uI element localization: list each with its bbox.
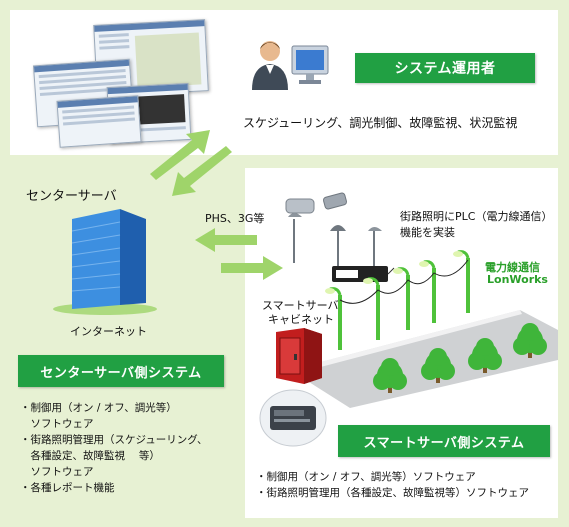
operator-label: システム運用者	[355, 53, 535, 83]
street-light-pole	[325, 287, 342, 350]
center-server-system-label: センターサーバ側システム	[18, 355, 224, 387]
tree-row	[373, 323, 547, 393]
powerline-label-line1: 電力線通信	[485, 261, 540, 274]
cabinet-label-line2: キャビネット	[268, 313, 334, 326]
arrow-icon	[150, 130, 232, 196]
tree-icon	[513, 323, 547, 358]
list-item: 各種設定、故障監視 等）	[20, 450, 160, 462]
center-server-feature-list: ・制御用（オン / オフ、調光等） ソフトウェア ・街路照明管理用（スケジューリ…	[20, 400, 208, 496]
screenshot-thumbnail	[56, 95, 142, 148]
street-light-poles	[325, 250, 470, 350]
plc-note-line1: 街路照明にPLC（電力線通信）	[400, 210, 553, 223]
list-item: ・制御用（オン / オフ、調光等）ソフトウェア	[256, 471, 476, 483]
street-light-pole	[453, 250, 470, 313]
powerline-label-line2: LonWorks	[487, 273, 548, 286]
tree-icon	[468, 338, 502, 373]
list-item: ソフトウェア	[20, 466, 94, 478]
operator-person-icon	[252, 41, 288, 90]
street-light-pole	[393, 267, 410, 330]
smart-server-feature-list: ・制御用（オン / オフ、調光等）ソフトウェア ・街路照明管理用（各種設定、故障…	[256, 469, 529, 501]
power-line	[339, 259, 469, 304]
operator-functions: スケジューリング、調光制御、故障監視、状況監視	[243, 116, 518, 130]
list-item: ・街路照明管理用（各種設定、故障監視等）ソフトウェア	[256, 487, 529, 499]
link-label: PHS、3G等	[205, 212, 265, 225]
list-item: ・制御用（オン / オフ、調光等）	[20, 402, 177, 414]
internet-label: インターネット	[70, 325, 147, 338]
list-item: ・街路照明管理用（スケジューリング、	[20, 434, 208, 446]
monitor-icon	[291, 45, 329, 84]
cabinet-label-line1: スマートサーバ	[262, 299, 339, 312]
street-light-pole	[363, 277, 380, 340]
list-item: ソフトウェア	[20, 418, 94, 430]
arrow-icon	[195, 228, 283, 280]
plc-note-line2: 機能を実装	[400, 226, 455, 239]
cabinet-icon	[276, 328, 322, 384]
street-light-pole	[419, 260, 436, 323]
smart-server-system-label: スマートサーバ側システム	[338, 425, 550, 457]
server-building-icon	[53, 209, 157, 315]
tree-icon	[373, 358, 407, 393]
street-light-icon	[285, 192, 382, 267]
center-server-title: センターサーバ	[26, 189, 117, 204]
tree-icon	[421, 348, 455, 383]
list-item: ・各種レポート機能	[20, 482, 115, 494]
road-area	[290, 310, 558, 408]
controller-device-icon	[259, 389, 327, 447]
